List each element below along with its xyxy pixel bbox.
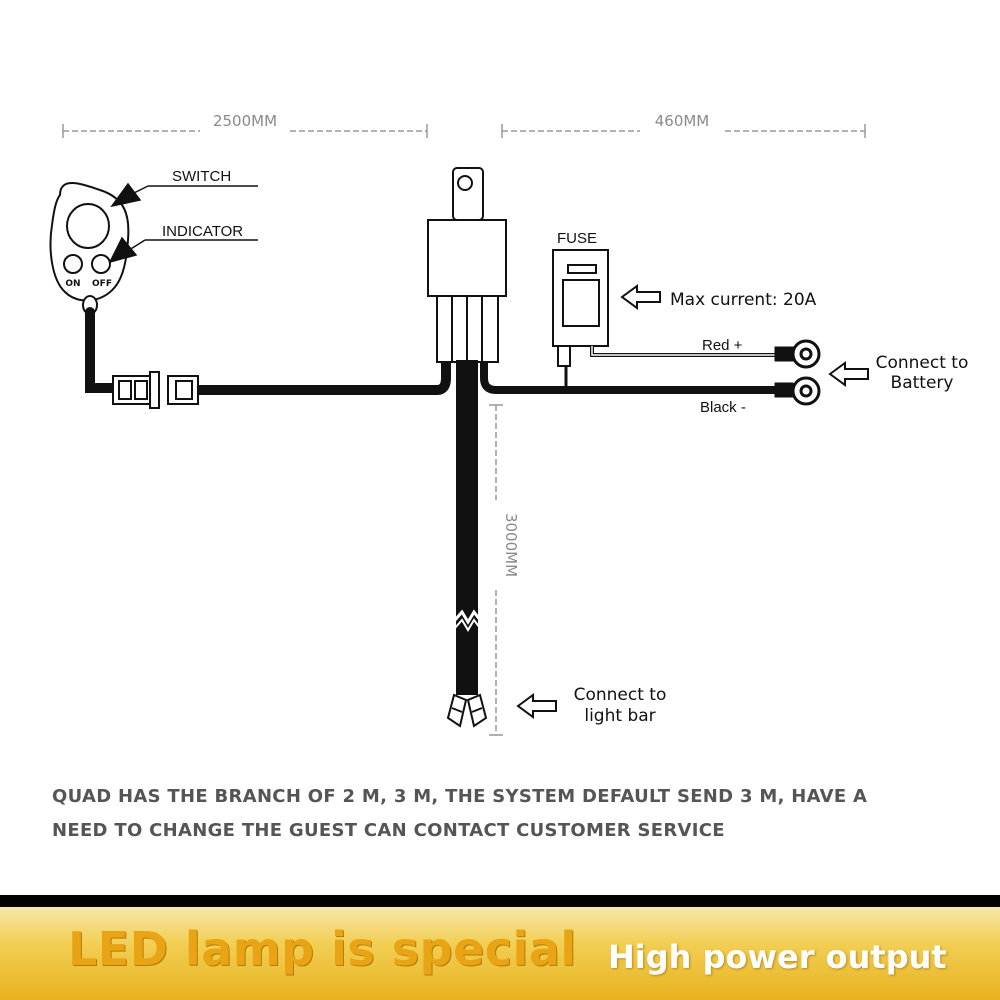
fuse-label: FUSE <box>557 230 597 247</box>
banner-top-bar <box>0 895 1000 907</box>
lightbar-label-line2: light bar <box>584 706 655 726</box>
relay <box>427 167 507 363</box>
dimension-right <box>501 124 866 138</box>
wire-connector <box>112 371 199 409</box>
battery-label-line2: Battery <box>891 373 954 393</box>
lightbar-arrow-icon <box>516 693 557 719</box>
lightbar-terminals <box>446 693 488 728</box>
red-label: Red + <box>702 337 743 354</box>
fuse-holder <box>552 249 609 367</box>
max-current-label: Max current: 20A <box>670 290 817 310</box>
banner <box>0 895 1000 1000</box>
banner-sub-text: High power output <box>608 938 947 976</box>
main-wire <box>198 360 451 395</box>
max-current-arrow-icon <box>620 284 661 310</box>
red-wire <box>590 346 790 357</box>
dimension-vertical-label: 3000MM <box>502 513 520 577</box>
battery-arrow-icon <box>828 361 869 387</box>
dimension-left <box>62 124 428 138</box>
dimension-right-label: 460MM <box>655 112 710 130</box>
switch-callout <box>108 182 258 264</box>
red-terminal <box>774 339 821 369</box>
note-line-1: QUAD HAS THE BRANCH OF 2 M, 3 M, THE SYS… <box>52 786 868 807</box>
note-line-2: NEED TO CHANGE THE GUEST CAN CONTACT CUS… <box>52 820 725 841</box>
battery-label-line1: Connect to <box>876 353 969 373</box>
black-terminal <box>774 376 821 406</box>
switch-wire <box>85 307 120 393</box>
lightbar-label-line1: Connect to <box>574 685 667 705</box>
switch-label: SWITCH <box>172 168 231 185</box>
off-label: OFF <box>92 279 112 289</box>
ground-wire <box>480 360 780 394</box>
on-label: ON <box>65 279 80 289</box>
dimension-vertical <box>489 404 503 736</box>
black-label: Black - <box>700 399 746 416</box>
indicator-label: INDICATOR <box>162 223 243 240</box>
dimension-left-label: 2500MM <box>213 112 277 130</box>
banner-main-text: LED lamp is special <box>68 922 577 976</box>
switch-pod <box>49 182 130 315</box>
lightbar-wire <box>453 360 482 695</box>
